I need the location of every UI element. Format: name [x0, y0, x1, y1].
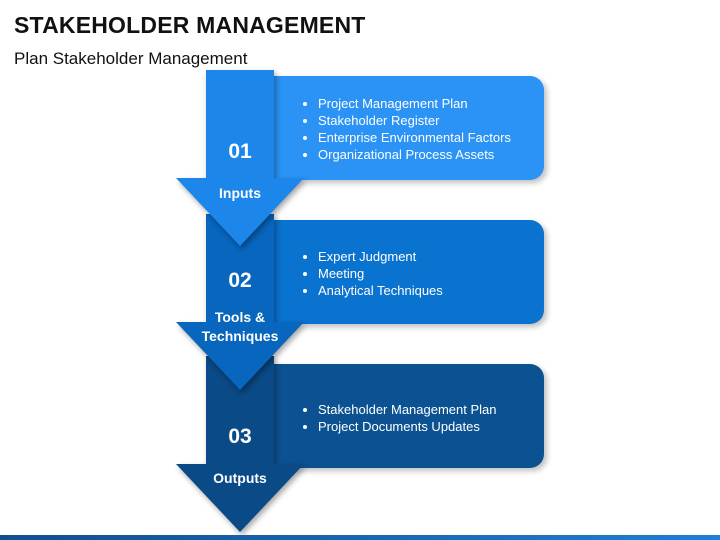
step-box	[268, 220, 544, 324]
page-title: STAKEHOLDER MANAGEMENT	[14, 12, 366, 38]
list-item: Stakeholder Register	[318, 112, 554, 129]
step-items: Project Management Plan Stakeholder Regi…	[300, 95, 554, 163]
list-item: Stakeholder Management Plan	[318, 401, 554, 418]
step-label: Inputs	[219, 185, 261, 201]
step-label: Outputs	[213, 470, 267, 486]
footer-bar	[0, 535, 720, 540]
step-number: 01	[228, 140, 252, 163]
list-item: Project Management Plan	[318, 95, 554, 112]
step-label: Tools & Techniques	[201, 309, 279, 344]
list-item: Analytical Techniques	[318, 282, 554, 299]
list-item: Expert Judgment	[318, 248, 554, 265]
step-items: Expert Judgment Meeting Analytical Techn…	[300, 248, 554, 299]
step-number: 02	[228, 269, 252, 292]
step-number: 03	[228, 425, 252, 448]
step-items: Stakeholder Management Plan Project Docu…	[300, 401, 554, 435]
list-item: Enterprise Environmental Factors	[318, 129, 554, 146]
chevron-down-arrow	[176, 356, 304, 532]
list-item: Project Documents Updates	[318, 418, 554, 435]
chevron-down-arrow	[176, 70, 304, 246]
step-box	[268, 364, 544, 468]
page-subtitle: Plan Stakeholder Management	[14, 49, 248, 68]
list-item: Meeting	[318, 265, 554, 282]
list-item: Organizational Process Assets	[318, 146, 554, 163]
chevron-down-arrow	[176, 214, 304, 390]
step-box	[268, 76, 544, 180]
